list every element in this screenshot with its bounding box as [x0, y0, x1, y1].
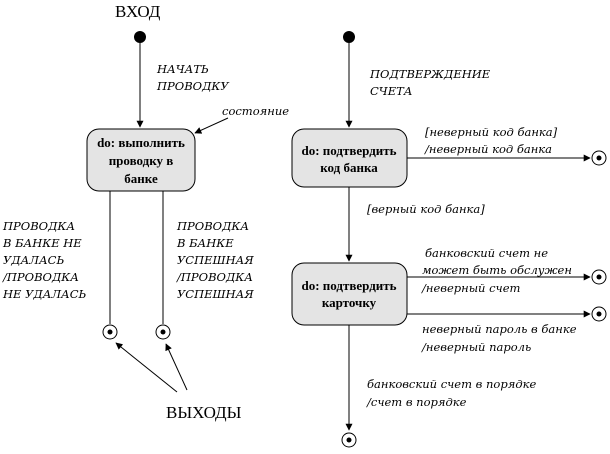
state-transaction-line-3: банке	[124, 171, 158, 186]
success-label-2: В БАНКЕ	[176, 236, 234, 250]
account-not-served-label-3: /неверный счет	[421, 281, 521, 295]
success-label-5: УСПЕШНАЯ	[177, 287, 254, 301]
fail-label-1: ПРОВОДКА	[2, 219, 75, 233]
state-verify-card: do: подтвердить карточку	[291, 262, 408, 326]
success-label-4: /ПРОВОДКА	[176, 270, 253, 284]
state-transaction-line-2: проводку в	[109, 153, 174, 168]
state-transaction: do: выполнить проводку в банке	[86, 128, 196, 192]
success-label-1: ПРОВОДКА	[176, 219, 249, 233]
account-ok-label-2: /счет в порядке	[366, 395, 467, 409]
state-verify-bank-code: do: подтвердить код банка	[291, 128, 408, 188]
account-ok-label-1: банковский счет в порядке	[367, 377, 536, 391]
fail-label-5: НЕ УДАЛАСЬ	[2, 287, 87, 301]
state-pointer-label: состояние	[222, 104, 289, 118]
account-not-served-label-2: может быть обслужен	[422, 263, 572, 277]
exits-arrow-success	[165, 343, 188, 391]
final-state-wrong-password	[591, 306, 607, 322]
exits-arrow-fail	[115, 342, 178, 393]
fail-label-4: /ПРОВОДКА	[2, 270, 79, 284]
exits-label: ВЫХОДЫ	[166, 403, 242, 422]
entry-label: ВХОД	[115, 2, 161, 21]
start-transaction-label-2: ПРОВОДКУ	[156, 79, 229, 93]
confirmation-label-2: СЧЕТА	[370, 84, 412, 98]
left-final-state-success	[155, 324, 171, 340]
start-transaction-label-1: НАЧАТЬ	[156, 62, 209, 76]
state-verify-bank-code-line-1: do: подтвердить	[301, 143, 396, 158]
wrong-password-label-1: неверный пароль в банке	[422, 322, 577, 336]
final-state-account-ok	[341, 432, 357, 448]
state-verify-card-line-2: карточку	[322, 295, 377, 310]
state-transaction-line-1: do: выполнить	[97, 135, 185, 150]
confirmation-label-1: ПОДТВЕРЖДЕНИЕ	[369, 67, 491, 81]
correct-bank-code-label: [верный код банка]	[367, 202, 485, 216]
wrong-bank-code-label-2: /неверный код банка	[424, 142, 552, 156]
state-pointer-arrow	[194, 117, 229, 134]
success-label-3: УСПЕШНАЯ	[177, 253, 254, 267]
wrong-bank-code-label-1: [неверный код банка]	[425, 125, 558, 139]
fail-label-3: УДАЛАСЬ	[3, 253, 64, 267]
account-not-served-label-1: банковский счет не	[425, 246, 548, 260]
fail-label-2: В БАНКЕ НЕ	[2, 236, 82, 250]
final-state-wrong-bank-code	[591, 150, 607, 166]
right-initial-state	[343, 31, 355, 43]
state-verify-card-line-1: do: подтвердить	[301, 278, 396, 293]
left-initial-state	[134, 31, 146, 43]
state-verify-bank-code-line-2: код банка	[320, 160, 378, 175]
wrong-password-label-2: /неверный пароль	[421, 340, 531, 354]
final-state-account-not-served	[591, 269, 607, 285]
left-final-state-fail	[102, 324, 118, 340]
